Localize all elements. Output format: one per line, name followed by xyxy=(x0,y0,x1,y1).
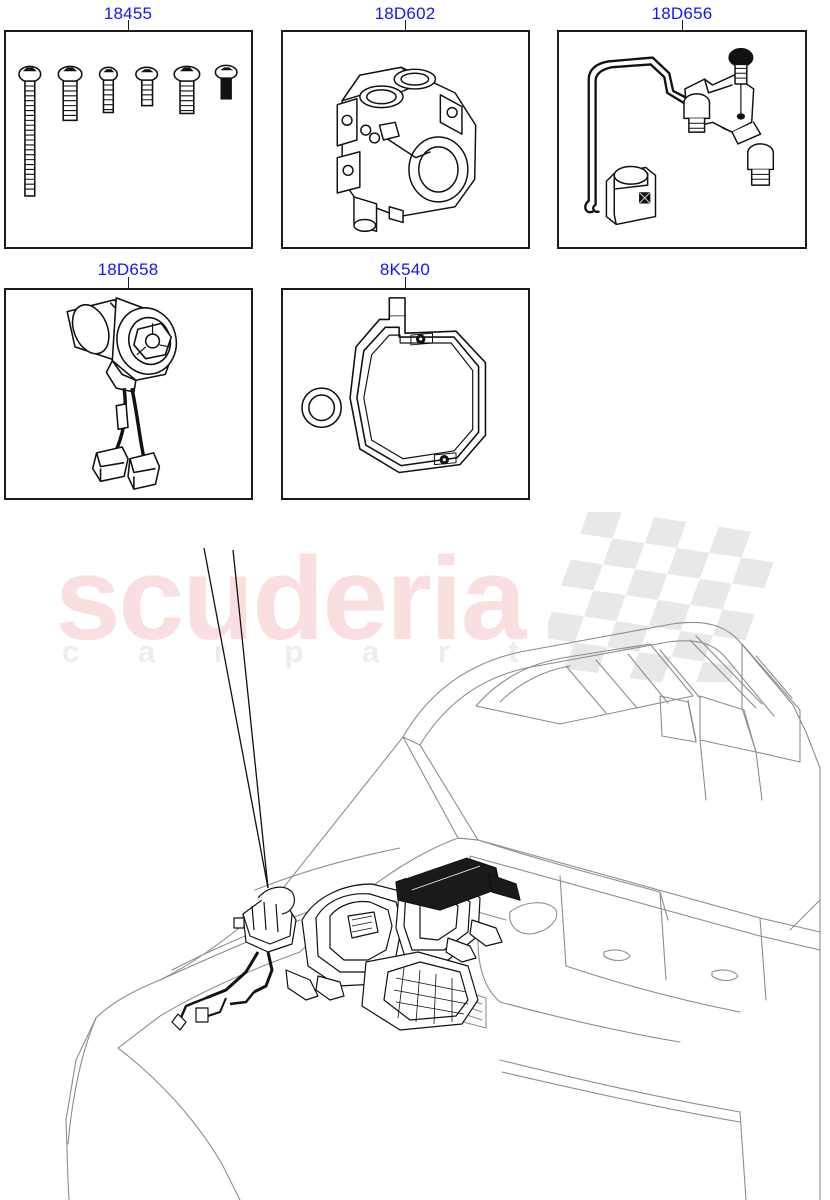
part-box-18D656[interactable] xyxy=(557,30,807,249)
range-rover-sport-outline-icon xyxy=(65,621,821,1200)
part-box-8K540[interactable] xyxy=(281,288,530,500)
part-leader-18D602 xyxy=(405,20,406,30)
part-label-18D658: 18D658 xyxy=(97,260,159,279)
part-box-18D602[interactable] xyxy=(281,30,530,249)
blower-motor-icon xyxy=(66,297,178,490)
part-leader-18D658 xyxy=(128,277,129,288)
part-box-18455[interactable] xyxy=(4,30,253,249)
part-box-18D658[interactable] xyxy=(4,288,253,500)
vehicle-illustration xyxy=(0,500,830,1200)
part-label-8K540: 8K540 xyxy=(379,260,431,279)
part-leader-18D656 xyxy=(682,20,683,30)
gasket-icon xyxy=(301,297,487,474)
part-label-18D656: 18D656 xyxy=(651,4,713,23)
part-leader-8K540 xyxy=(405,277,406,288)
screw-set-icon xyxy=(18,64,238,197)
blower-housing-icon xyxy=(336,66,477,233)
part-label-18455: 18455 xyxy=(103,4,153,23)
part-label-18D602: 18D602 xyxy=(374,4,436,23)
heater-pipe-icon xyxy=(584,47,775,226)
part-leader-18455 xyxy=(128,20,129,30)
